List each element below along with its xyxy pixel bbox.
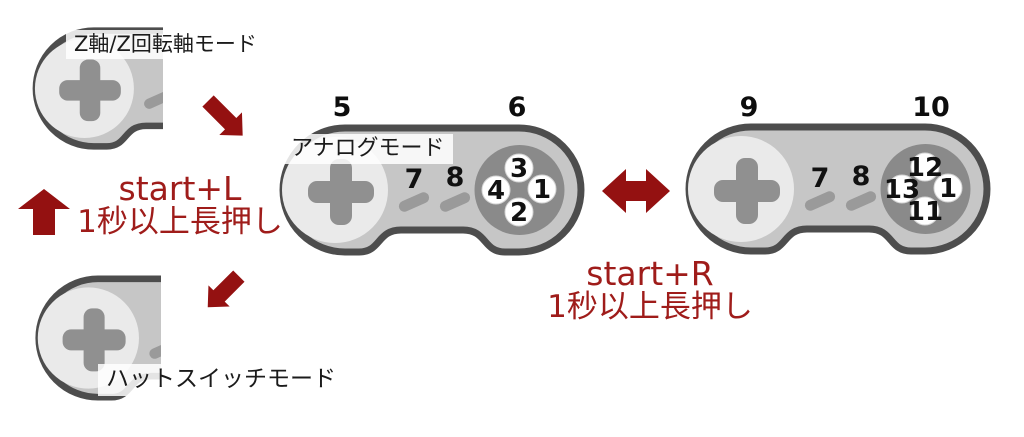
select-button-number: 7 — [811, 163, 830, 194]
face-top-button-number: 3 — [510, 154, 528, 184]
analog-mode-label: アナログモード — [283, 134, 453, 165]
face-left-button-number: 13 — [884, 175, 920, 205]
shoulder-number-5: 5 — [332, 92, 352, 123]
combo-keys: start+L — [118, 169, 242, 208]
controller-alt-mode: 7 8 12 13 1 11 — [683, 121, 993, 257]
shoulder-number-10: 10 — [912, 92, 950, 123]
combo-keys: start+R — [586, 254, 714, 293]
arrow-left-right-icon — [602, 169, 670, 213]
hat-switch-mode-label: ハットスイッチモード — [98, 364, 344, 396]
transition-start-l: start+L 1秒以上長押し — [77, 169, 283, 241]
face-left-button-number: 4 — [487, 176, 505, 206]
face-bottom-button-number: 2 — [510, 198, 528, 228]
arrow-up-icon — [18, 189, 70, 235]
controller-analog-mode: 7 8 3 4 1 2 — [277, 122, 587, 258]
shoulder-number-9: 9 — [739, 92, 759, 123]
start-button-number: 8 — [446, 162, 465, 193]
face-top-button-number: 12 — [907, 153, 943, 183]
arrow-down-left-icon — [207, 270, 245, 308]
z-axis-mode-label: Z軸/Z回転軸モード — [66, 30, 265, 60]
face-right-button-number: 1 — [939, 174, 957, 204]
arrow-down-right-icon — [202, 95, 243, 136]
transition-start-r: start+R 1秒以上長押し — [547, 254, 753, 326]
hold-duration: 1秒以上長押し — [77, 204, 283, 241]
hold-duration: 1秒以上長押し — [547, 289, 753, 326]
face-right-button-number: 1 — [533, 175, 551, 205]
start-button-number: 8 — [852, 161, 871, 192]
select-button-number: 7 — [405, 164, 424, 195]
shoulder-number-6: 6 — [507, 92, 527, 123]
face-bottom-button-number: 11 — [907, 197, 943, 227]
